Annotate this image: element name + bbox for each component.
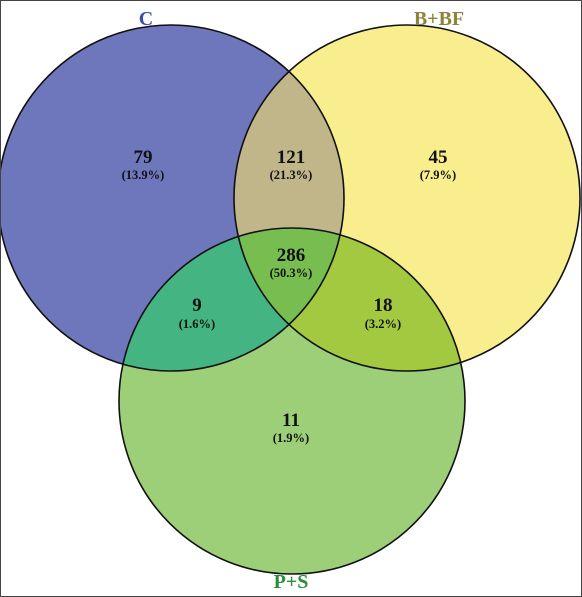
- set-c-outline: [1, 24, 345, 372]
- region-c-bbf-percent: (21.3%): [270, 168, 313, 182]
- region-bbf-ps-count: 18: [374, 295, 393, 316]
- region-c-only-count: 79: [134, 147, 153, 168]
- region-c-bbf-count: 121: [277, 147, 306, 168]
- set-bbf-outline: [233, 24, 581, 372]
- region-ps-only-count: 11: [282, 410, 300, 431]
- region-bbf-only-count: 45: [429, 147, 448, 168]
- region-ps-only-percent: (1.9%): [273, 431, 309, 445]
- region-all-count: 286: [277, 245, 306, 266]
- set-bbf-label: B+BF: [414, 8, 464, 30]
- region-c-ps-percent: (1.6%): [179, 317, 215, 331]
- set-c-label: C: [139, 8, 153, 30]
- region-bbf-only-percent: (7.9%): [420, 168, 456, 182]
- set-ps-outline: [118, 227, 466, 575]
- region-bbf-ps: [234, 228, 465, 371]
- region-all-percent: (50.3%): [270, 266, 313, 280]
- region-c-only-percent: (13.9%): [122, 168, 165, 182]
- set-ps-label: P+S: [274, 571, 309, 593]
- region-c-ps-count: 9: [192, 295, 202, 316]
- region-bbf-ps-percent: (3.2%): [365, 317, 401, 331]
- region-c-ps: [119, 228, 344, 371]
